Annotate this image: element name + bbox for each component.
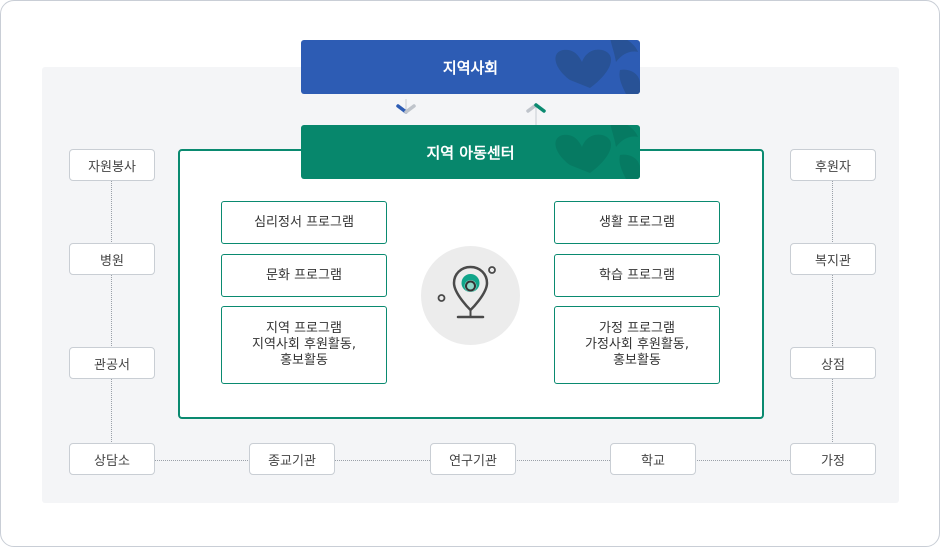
program-detail: 홍보활동 bbox=[613, 353, 661, 368]
node-hospital: 병원 bbox=[69, 243, 155, 275]
node-religious-org: 종교기관 bbox=[249, 443, 335, 475]
program-detail: 홍보활동 bbox=[280, 353, 328, 368]
node-government-office: 관공서 bbox=[69, 347, 155, 379]
node-volunteer: 자원봉사 bbox=[69, 149, 155, 181]
node-school: 학교 bbox=[610, 443, 696, 475]
hub-circle bbox=[421, 246, 520, 345]
program-culture: 문화 프로그램 bbox=[221, 254, 387, 297]
community-banner: 지역사회 bbox=[301, 40, 640, 94]
node-counseling-center: 상담소 bbox=[69, 443, 155, 475]
program-title: 문화 프로그램 bbox=[266, 267, 342, 283]
program-title: 가정 프로그램 bbox=[599, 321, 675, 336]
node-welfare-center: 복지관 bbox=[790, 243, 876, 275]
heart-decoration-icon bbox=[555, 125, 640, 179]
program-title: 생활 프로그램 bbox=[599, 214, 675, 230]
community-label: 지역사회 bbox=[442, 58, 499, 77]
node-research-org: 연구기관 bbox=[430, 443, 516, 475]
left-column-connector bbox=[111, 181, 112, 444]
program-learning: 학습 프로그램 bbox=[554, 254, 720, 297]
node-sponsor: 후원자 bbox=[790, 149, 876, 181]
program-detail: 가정사회 후원활동, bbox=[585, 337, 689, 352]
program-family: 가정 프로그램 가정사회 후원활동, 홍보활동 bbox=[554, 306, 720, 384]
program-title: 학습 프로그램 bbox=[599, 267, 675, 283]
node-family: 가정 bbox=[790, 443, 876, 475]
location-pin-icon bbox=[437, 265, 496, 319]
chevron-down-icon bbox=[396, 99, 416, 114]
program-detail: 지역사회 후원활동, bbox=[252, 337, 356, 352]
program-life: 생활 프로그램 bbox=[554, 201, 720, 244]
center-label: 지역 아동센터 bbox=[426, 143, 515, 162]
program-community: 지역 프로그램 지역사회 후원활동, 홍보활동 bbox=[221, 306, 387, 384]
center-banner: 지역 아동센터 bbox=[301, 125, 640, 179]
program-title: 지역 프로그램 bbox=[266, 321, 342, 336]
right-column-connector bbox=[832, 181, 833, 444]
chevron-up-icon bbox=[526, 103, 546, 125]
program-psychological: 심리정서 프로그램 bbox=[221, 201, 387, 244]
program-title: 심리정서 프로그램 bbox=[254, 214, 354, 230]
node-store: 상점 bbox=[790, 347, 876, 379]
heart-decoration-icon bbox=[555, 40, 640, 94]
